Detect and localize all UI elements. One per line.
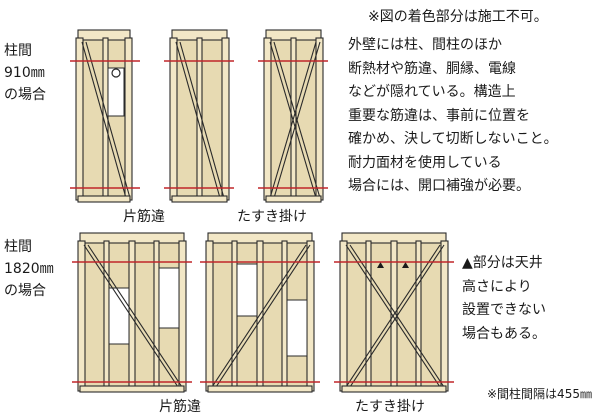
opening <box>286 299 308 357</box>
row1-frame-center-brace <box>164 29 234 203</box>
triangle-note: ▲部分は天井 高さにより 設置できない 場合もある。 <box>462 252 546 346</box>
outlet-icon <box>111 68 121 78</box>
sill <box>79 385 185 393</box>
row1-label: 柱間 910㎜ の場合 <box>4 40 46 106</box>
row1-frame-cross-brace <box>258 29 328 203</box>
top-note: ※図の着色部分は施工不可。 <box>368 9 548 25</box>
sill <box>171 195 228 203</box>
brace <box>273 41 321 199</box>
row2-caption-left: 片筋違 <box>159 399 201 415</box>
post-center <box>390 240 398 392</box>
brace <box>269 41 317 199</box>
row1-label-line3: の場合 <box>4 87 46 103</box>
row2-caption-right: たすき掛け <box>355 399 425 415</box>
triangle-note-line-3: 設置できない <box>462 302 546 318</box>
bottom-note: ※間柱間隔は455㎜ <box>487 387 592 401</box>
brace <box>83 244 179 388</box>
row2-frame-single-brace <box>72 232 192 393</box>
opening <box>108 287 130 345</box>
explanation-text: 外壁には柱、間柱のほか 断熱材や筋違、胴縁、電線 などが隠れている。構造上 重要… <box>348 34 598 199</box>
post-right <box>315 37 324 201</box>
explanation-line-4: 重要な筋違は、事前に位置を <box>348 107 530 124</box>
brace <box>87 244 183 388</box>
opening <box>107 67 125 117</box>
row2-frame-reverse-brace <box>200 232 320 393</box>
post-left <box>339 240 348 392</box>
stud <box>365 240 372 392</box>
opening <box>236 263 258 317</box>
post-right <box>306 240 315 392</box>
row1-caption-right: たすき掛け <box>237 209 307 225</box>
stud <box>153 240 160 392</box>
post-left <box>263 37 272 201</box>
brace <box>349 244 445 388</box>
explanation-line-1: 外壁には柱、間柱のほか <box>348 37 502 53</box>
brace <box>215 244 311 388</box>
post-left <box>169 37 178 201</box>
stud <box>281 240 288 392</box>
explanation-line-7: 場合には、開口補強が必要。 <box>348 178 530 194</box>
sill <box>77 195 131 203</box>
row1-frame-single-brace <box>70 29 140 203</box>
post-left <box>75 37 84 201</box>
post-right <box>178 240 187 392</box>
row2-label-line2: 1820㎜ <box>4 261 54 277</box>
post-center <box>128 240 136 392</box>
sill <box>207 385 313 393</box>
stud <box>103 240 110 392</box>
triangle-note-line-4: 場合もある。 <box>462 325 546 342</box>
explanation-line-5: 確かめ、決して切断しないこと。 <box>348 131 558 147</box>
triangle-marker-icon <box>402 262 409 268</box>
post-right <box>221 37 230 201</box>
explanation-line-3: などが隠れている。構造上 <box>348 84 516 100</box>
row2-frame-cross-brace <box>334 232 454 393</box>
brace <box>85 41 131 199</box>
brace <box>81 41 127 199</box>
sill <box>341 385 447 393</box>
triangle-marker-icon <box>377 262 384 268</box>
post-right <box>440 240 449 392</box>
post-right <box>124 37 133 201</box>
post-center <box>256 240 264 392</box>
brace <box>211 244 307 388</box>
explanation-line-2: 断熱材や筋違、胴縁、電線 <box>348 60 516 77</box>
post-left <box>77 240 86 392</box>
sill <box>265 195 322 203</box>
row1-label-line1: 柱間 <box>4 43 32 59</box>
stud <box>231 240 238 392</box>
row2-label: 柱間 1820㎜ の場合 <box>4 236 54 302</box>
post-left <box>205 240 214 392</box>
triangle-note-line-2: 高さにより <box>462 278 532 295</box>
stud <box>415 240 422 392</box>
row1-caption-left: 片筋違 <box>123 209 165 225</box>
brace <box>345 244 441 388</box>
row2-label-line3: の場合 <box>4 283 46 299</box>
opening <box>158 267 180 329</box>
triangle-note-line-1: ▲部分は天井 <box>462 255 543 271</box>
row2-label-line1: 柱間 <box>4 239 32 255</box>
row1-label-line2: 910㎜ <box>4 65 45 81</box>
explanation-line-6: 耐力面材を使用している <box>348 154 502 171</box>
brace <box>179 41 225 199</box>
brace <box>175 41 221 199</box>
